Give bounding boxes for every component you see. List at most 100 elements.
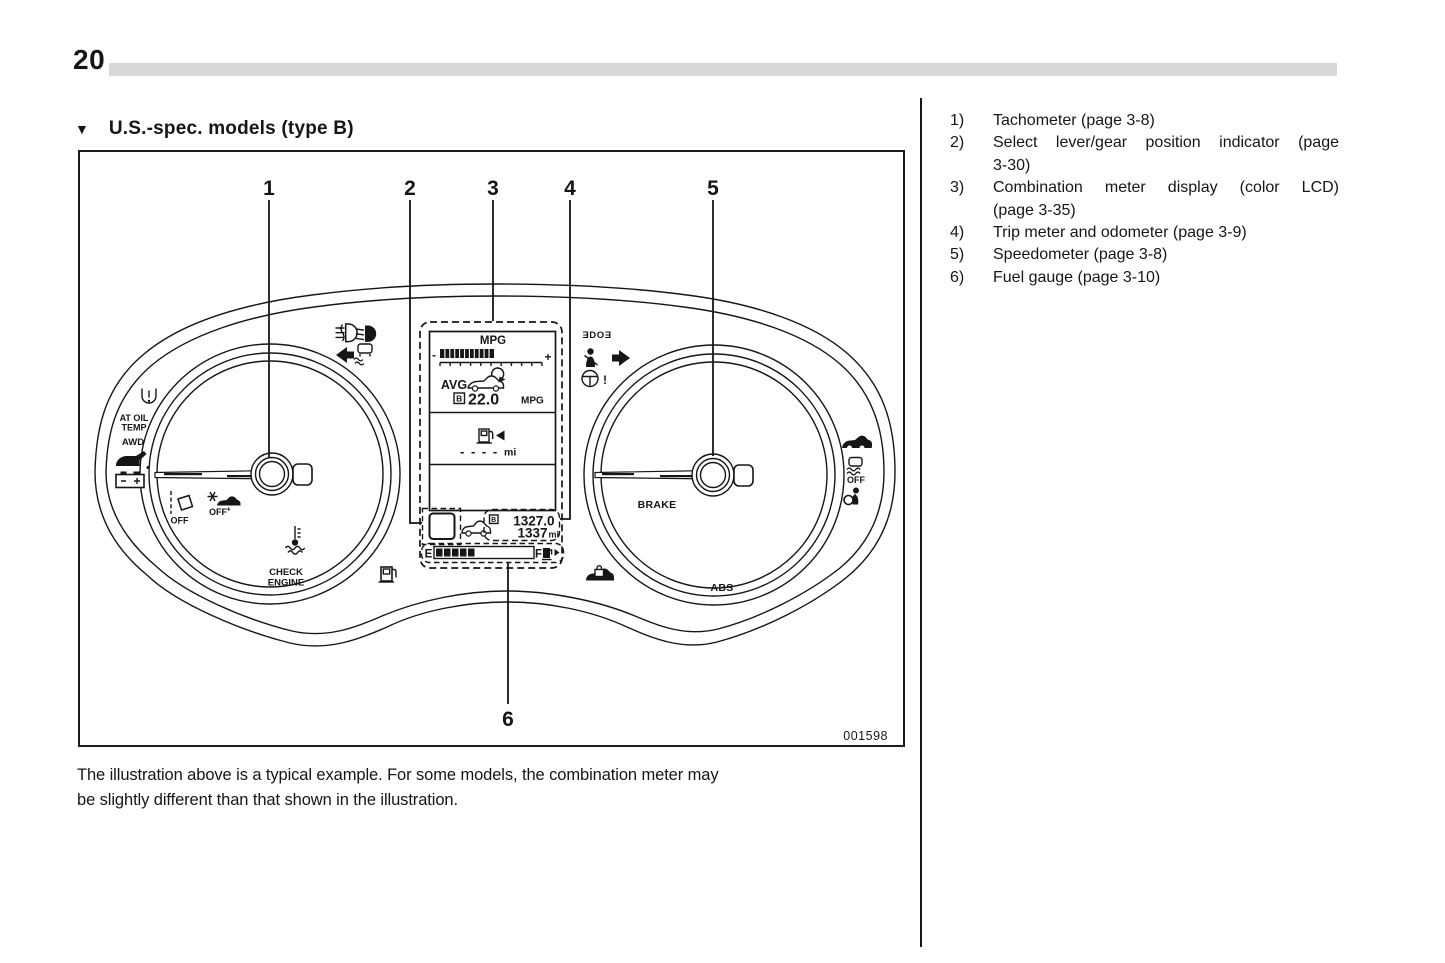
- check-engine-label-2: ENGINE: [268, 578, 304, 589]
- callout-2: 2: [404, 177, 416, 200]
- airbag-icon: [843, 487, 859, 506]
- cluster-outline: [94, 283, 896, 647]
- callout-6: 6: [502, 708, 514, 731]
- page-number: 20: [73, 44, 106, 75]
- fuel-full-label: F: [535, 549, 542, 561]
- legend-item-text: Combination meter display (color LCD): [993, 179, 1339, 197]
- callout-3: 3: [487, 177, 499, 200]
- legend-item-number: 5): [950, 246, 965, 264]
- fog-light-icon: [335, 323, 358, 343]
- fuel-side-arrow-icon: [554, 549, 560, 556]
- figure-code: 001598: [843, 729, 888, 743]
- range-unit: mi: [504, 447, 516, 459]
- mpg-bar-minus: -: [432, 348, 436, 362]
- tpms-icon: [141, 388, 157, 404]
- legend-item-6: 6) Fuel gauge (page 3-10): [950, 267, 1340, 289]
- at-oil-temp-label: AT OIL: [120, 413, 149, 423]
- section-heading: ▼ U.S.-spec. models (type B): [75, 118, 354, 140]
- lane-departure-off-label: OFF: [171, 516, 189, 526]
- fuel-pump-icon: [378, 566, 397, 583]
- legend-item-text: Tachometer (page 3-8): [993, 112, 1155, 129]
- legend-item-number: 3): [950, 179, 965, 197]
- figure-caption-2: be slightly different than that shown in…: [77, 791, 458, 809]
- range-value: - - - -: [460, 444, 499, 459]
- awd-label: AWD: [122, 437, 144, 448]
- immobilizer-icon: [586, 565, 614, 581]
- gear-position-box: [421, 507, 462, 546]
- triangle-marker-icon: ▼: [75, 121, 89, 137]
- speedometer-needle: [594, 453, 754, 497]
- legend-item-4: 4) Trip meter and odometer (page 3-9): [950, 222, 1340, 244]
- legend-item-number: 1): [950, 112, 965, 129]
- callout-1: 1: [263, 177, 275, 200]
- vdc-off-label: OFF: [847, 475, 865, 485]
- legend-item-text: Select lever/gear position indicator (pa…: [993, 134, 1339, 152]
- section-title: U.S.-spec. models (type B): [108, 118, 354, 139]
- seatbelt-icon: [584, 348, 598, 367]
- oil-pressure-icon: [116, 451, 150, 469]
- precollision-plus-label: +: [227, 505, 232, 514]
- instrument-cluster-figure: AT OIL TEMP AWD OFF OFF + CHECK ENGINE: [78, 150, 905, 747]
- steering-warning-icon: [581, 369, 599, 388]
- avg-label: AVG: [441, 378, 467, 392]
- fuel-empty-label: E: [425, 549, 433, 561]
- check-engine-label: CHECK: [269, 567, 303, 578]
- abs-label: ABS: [710, 582, 733, 594]
- odometer-unit: mi: [549, 530, 560, 540]
- fuel-bar-pump-icon: [542, 548, 553, 561]
- battery-icon: [115, 471, 145, 489]
- high-beam-assist-icon: ƎDOƎ: [582, 330, 611, 341]
- legend-item-number: 4): [950, 224, 965, 242]
- trip-meter-box: B 1327.0 1337 mi: [483, 508, 561, 542]
- odometer-value: 1337: [517, 526, 547, 541]
- legend-item-3: 3) Combination meter display (color LCD)…: [950, 177, 1340, 222]
- callout-5: 5: [707, 177, 719, 200]
- legend-item-number: 2): [950, 134, 965, 152]
- legend-item-text: Fuel gauge (page 3-10): [993, 268, 1161, 286]
- fuel-gauge-bar: E F: [420, 542, 565, 564]
- legend-item-text: Trip meter and odometer (page 3-9): [993, 224, 1247, 242]
- mpg-title: MPG: [480, 335, 506, 347]
- precollision-off-icon: [207, 491, 241, 506]
- turn-left-icon: [336, 347, 354, 363]
- mpg-bar-graph: [439, 349, 543, 366]
- legend-item-5: 5) Speedometer (page 3-8): [950, 244, 1340, 266]
- legend-list: 1) Tachometer (page 3-8) 2) Select lever…: [950, 110, 1340, 289]
- security-car-icon: [842, 435, 873, 451]
- legend-item-text: Speedometer (page 3-8): [993, 246, 1168, 264]
- legend-item-1: 1) Tachometer (page 3-8): [950, 110, 1340, 132]
- legend-item-number: 6): [950, 268, 965, 286]
- trip-value: 1327.0: [513, 514, 554, 529]
- low-beam-icon: [355, 325, 377, 342]
- coolant-temp-icon: [284, 526, 306, 555]
- avg-b-icon: B: [453, 392, 466, 405]
- at-oil-temp-label-2: TEMP: [121, 423, 146, 433]
- callout-2-line: [409, 200, 422, 524]
- figure-caption: The illustration above is a typical exam…: [77, 766, 719, 784]
- precollision-off-label: OFF: [209, 507, 227, 517]
- avg-value: 22.0: [468, 392, 499, 409]
- turn-right-icon: [612, 350, 630, 366]
- avg-unit: MPG: [521, 396, 544, 407]
- callout-4-line: [560, 200, 571, 520]
- mpg-bar-plus: +: [544, 350, 551, 364]
- brake-label: BRAKE: [638, 499, 677, 511]
- legend-item-2: 2) Select lever/gear position indicator …: [950, 132, 1340, 177]
- range-pump-icon: [476, 428, 505, 444]
- legend-item-text-2: (page 3-35): [993, 201, 1076, 219]
- vdc-off-icon: [846, 456, 863, 476]
- callout-4: 4: [564, 177, 576, 200]
- vdc-icon: [353, 343, 373, 366]
- legend-item-text-2: 3-30): [993, 156, 1031, 174]
- steering-warning-excl: !: [603, 373, 607, 387]
- callout-leader-lines: [268, 200, 714, 704]
- trip-b-icon: B: [488, 514, 499, 525]
- svg-text:B: B: [491, 517, 496, 524]
- eco-car-icon: [467, 367, 506, 392]
- lane-departure-off-icon: [170, 491, 194, 514]
- column-divider: [920, 98, 922, 947]
- lcd-display: MPG - + AVG B 22.0 MPG: [419, 321, 563, 569]
- tachometer-needle: [154, 452, 313, 496]
- header-rule-bar: [109, 63, 1337, 76]
